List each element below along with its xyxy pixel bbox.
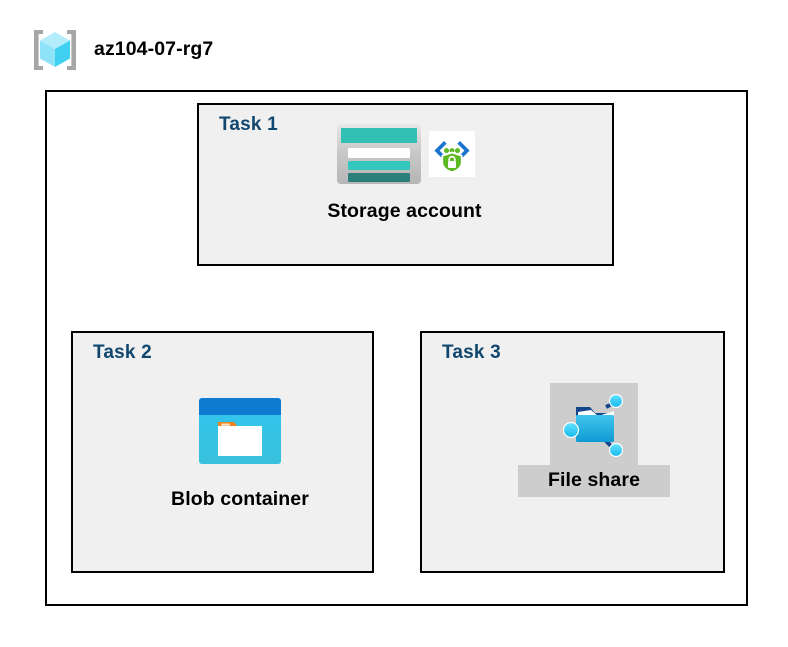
file-share-label: File share (517, 465, 671, 498)
resource-group-name: az104-07-rg7 (94, 38, 214, 61)
file-share-folder-icon (558, 389, 630, 461)
storage-account-icon (335, 122, 423, 186)
storage-account-label: Storage account (327, 200, 482, 222)
resource-group-cube-icon (30, 27, 80, 73)
storage-account-node[interactable]: Storage account (297, 122, 512, 222)
blob-container-label: Blob container (171, 488, 309, 510)
blob-container-icon-group (196, 393, 284, 469)
storage-account-icon-group (335, 122, 475, 186)
file-share-node[interactable]: File share (494, 383, 694, 498)
task-1-label: Task 1 (219, 114, 278, 135)
file-share-icon-plate (550, 383, 638, 465)
blob-container-icon (196, 393, 284, 469)
task-2-label: Task 2 (93, 342, 152, 363)
secure-code-shield-icon (428, 131, 475, 177)
resource-group-header: az104-07-rg7 (30, 26, 450, 74)
task-1-box[interactable]: Task 1 (197, 103, 614, 266)
blob-container-node[interactable]: Blob container (140, 393, 340, 510)
task-3-label: Task 3 (442, 342, 501, 363)
